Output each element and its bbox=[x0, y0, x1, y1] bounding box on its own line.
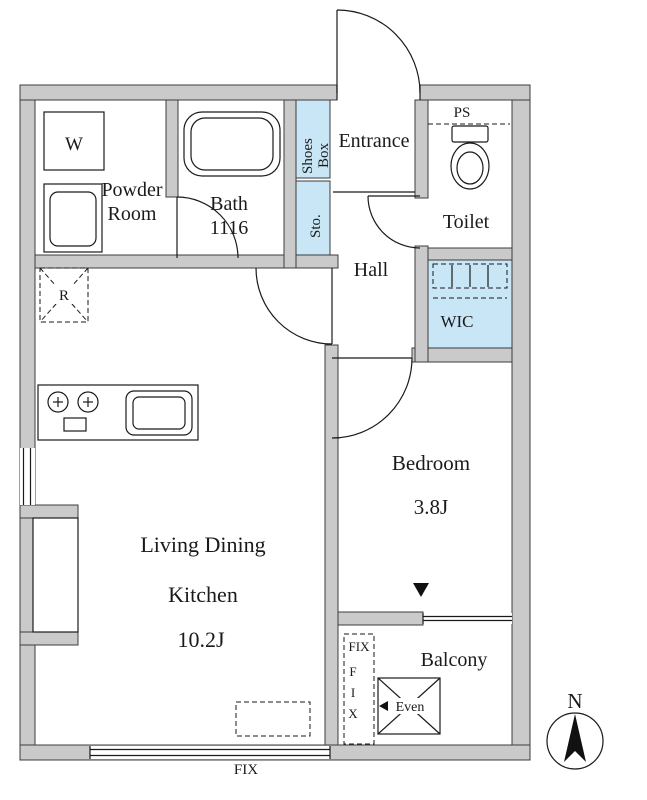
wall-niche-bottom bbox=[19, 631, 79, 646]
wic-shelf bbox=[432, 263, 508, 299]
label-toilet: Toilet bbox=[443, 211, 490, 233]
label-powder-1: Powder bbox=[101, 179, 162, 201]
label-ldk-size: 10.2J bbox=[177, 627, 225, 652]
label-hatch: Even bbox=[396, 700, 425, 715]
toilet-door-arc bbox=[367, 195, 421, 249]
wall-bedroom-north bbox=[411, 347, 513, 363]
label-shoes-1: Shoes bbox=[300, 138, 316, 174]
label-wic: WIC bbox=[440, 312, 473, 331]
vanity-basin bbox=[49, 191, 97, 247]
wall-niche-top bbox=[19, 504, 79, 519]
direction-marker-icon bbox=[413, 583, 429, 597]
room-labels: W Powder Room Bath 1116 Shoes Box Sto. E… bbox=[59, 105, 490, 778]
wall-wic-west bbox=[414, 245, 429, 363]
kitchen-sink bbox=[125, 390, 193, 436]
doors bbox=[176, 9, 421, 439]
wall-powder-bath bbox=[165, 99, 179, 198]
north-needle-icon bbox=[564, 714, 586, 762]
hatch-arrow-icon bbox=[379, 701, 388, 711]
wall-top-right bbox=[419, 84, 531, 101]
label-fridge: R bbox=[59, 288, 69, 304]
label-fix-balcony: FIX bbox=[349, 639, 371, 654]
toilet-seat bbox=[456, 151, 484, 185]
toilet-tank bbox=[451, 125, 489, 143]
wall-right bbox=[511, 99, 531, 746]
refrigerator-space bbox=[39, 267, 89, 323]
window-left bbox=[20, 448, 35, 505]
balcony-elements bbox=[343, 633, 441, 745]
wall-under-bath bbox=[34, 254, 285, 269]
stove-burner bbox=[47, 391, 69, 413]
furniture-outline bbox=[235, 701, 311, 737]
fix-window-bottom bbox=[90, 746, 330, 759]
label-bath-size: 1116 bbox=[210, 217, 249, 239]
label-bedroom-size: 3.8J bbox=[414, 495, 448, 519]
stove-burner bbox=[77, 391, 99, 413]
label-bath: Bath bbox=[210, 193, 248, 215]
washing-machine bbox=[43, 111, 105, 171]
vanity bbox=[43, 183, 103, 253]
bath-door-arc bbox=[176, 196, 239, 259]
left-niche bbox=[32, 517, 79, 633]
label-backing bbox=[52, 284, 76, 304]
label-fix-v-2: I bbox=[351, 685, 355, 700]
bedroom-door-arc bbox=[331, 357, 413, 439]
label-ps: PS bbox=[454, 105, 471, 121]
label-hall: Hall bbox=[354, 259, 389, 281]
label-powder-2: Room bbox=[108, 203, 157, 225]
ldk-door-arc bbox=[255, 267, 333, 345]
label-bedroom: Bedroom bbox=[392, 451, 470, 475]
label-fix-bottom: FIX bbox=[234, 762, 258, 778]
bathtub bbox=[183, 111, 281, 177]
label-balcony: Balcony bbox=[421, 649, 488, 671]
stove-grill bbox=[63, 417, 87, 432]
label-fix-v-1: F bbox=[349, 664, 356, 679]
wall-left bbox=[19, 99, 36, 746]
shoes-box-area bbox=[295, 99, 331, 179]
bathtub-inner bbox=[190, 117, 274, 171]
walls bbox=[19, 84, 531, 761]
balcony-fix-window bbox=[343, 633, 375, 745]
storage-area bbox=[295, 180, 331, 256]
kitchen-sink-inner bbox=[132, 396, 186, 430]
label-entrance: Entrance bbox=[338, 130, 409, 152]
wall-entrance-toilet bbox=[414, 99, 429, 199]
label-backing bbox=[388, 698, 432, 714]
wall-ldk-east bbox=[324, 344, 339, 746]
label-ldk-2: Kitchen bbox=[168, 582, 238, 607]
toilet-bowl bbox=[450, 142, 490, 190]
wall-top-left bbox=[19, 84, 338, 101]
wall-bath-shoes bbox=[283, 99, 297, 269]
fixtures bbox=[37, 111, 490, 441]
balcony-sliding-door bbox=[423, 613, 512, 624]
windows bbox=[20, 448, 512, 759]
wic-shelf-outline bbox=[432, 263, 508, 289]
compass: N bbox=[546, 689, 604, 770]
label-storage: Sto. bbox=[308, 214, 324, 238]
label-washer: W bbox=[65, 134, 83, 155]
label-shoes-2: Box bbox=[316, 142, 332, 168]
label-fix-v-3: X bbox=[348, 706, 358, 721]
label-ldk-1: Living Dining bbox=[140, 532, 265, 557]
label-north: N bbox=[567, 689, 582, 713]
wall-bedroom-balcony bbox=[337, 611, 424, 626]
wall-under-storage bbox=[295, 254, 339, 269]
wall-toilet-wic bbox=[427, 247, 513, 261]
entrance-door-arc bbox=[336, 9, 421, 94]
